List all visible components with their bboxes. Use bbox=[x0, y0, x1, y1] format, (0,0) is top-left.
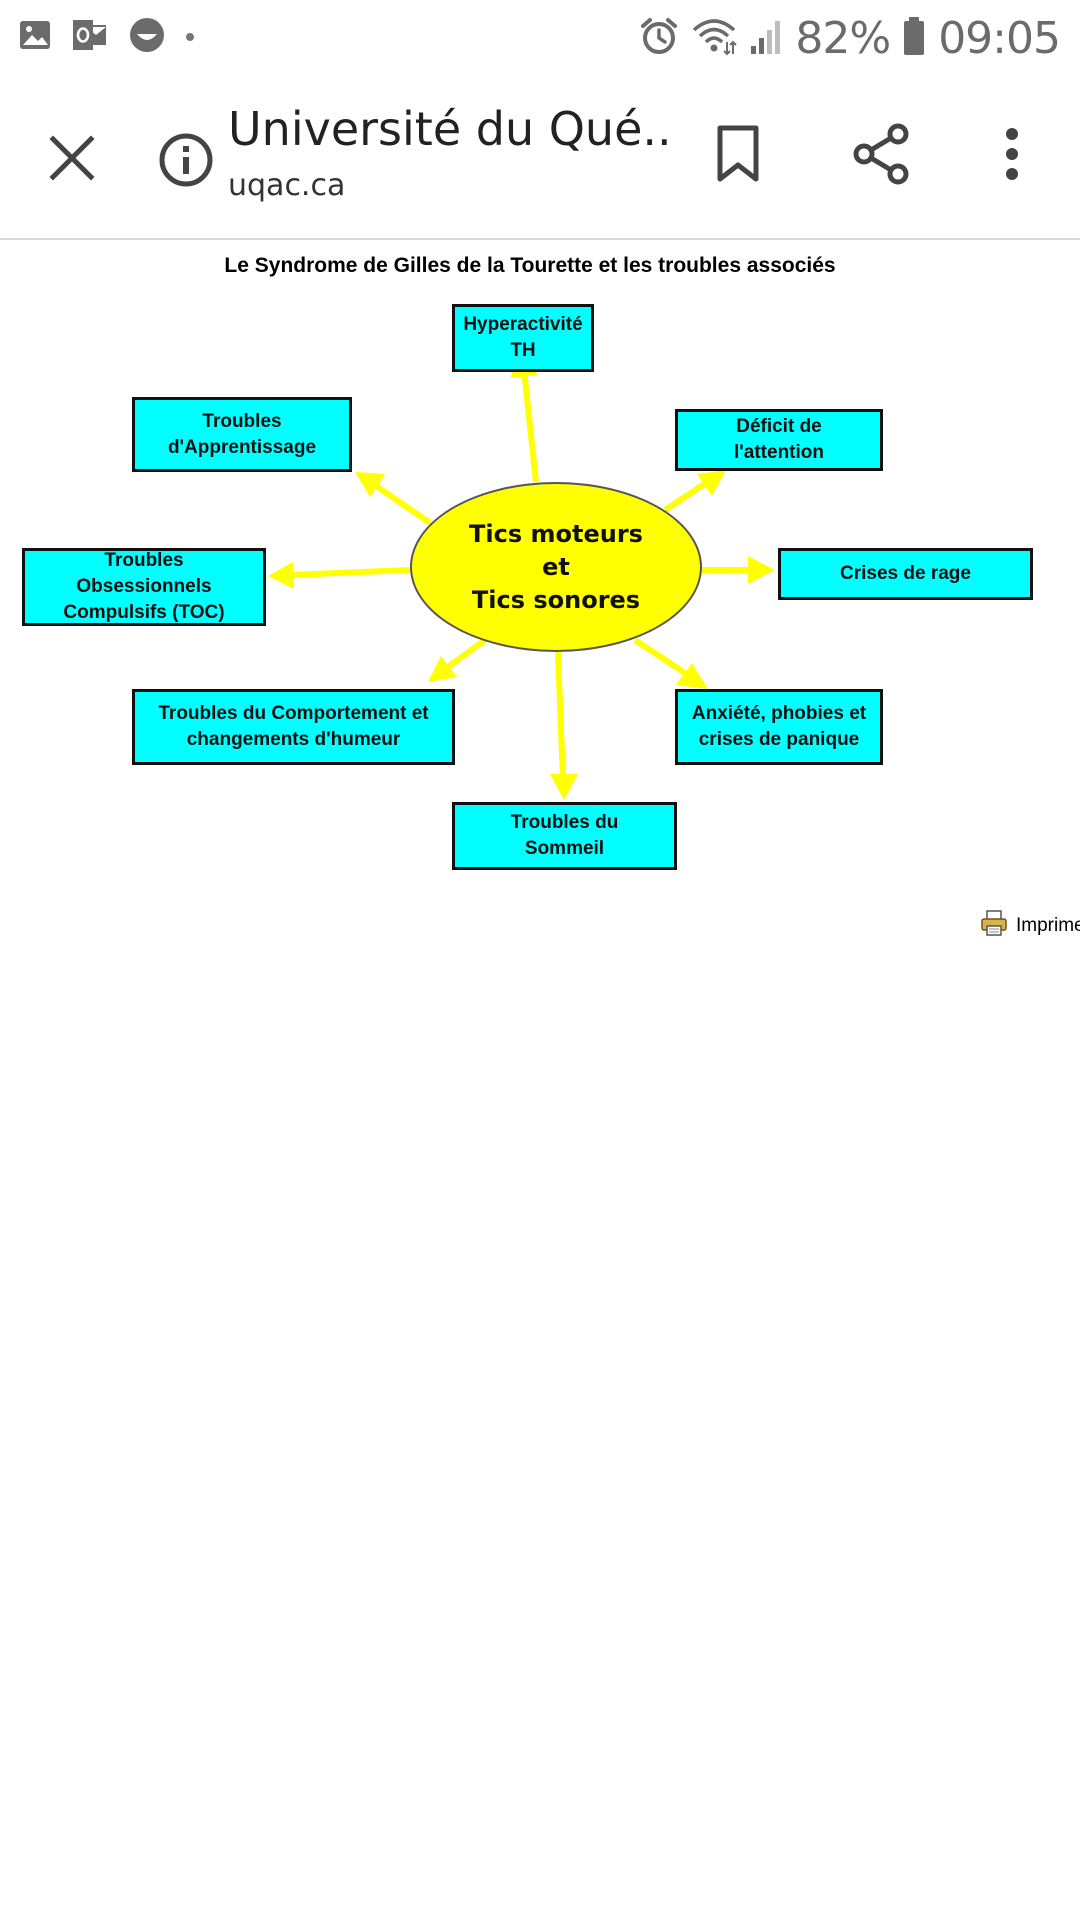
node-crises-de-rage: Crises de rage bbox=[778, 548, 1033, 600]
wifi-icon bbox=[691, 16, 738, 60]
arrowhead-rage bbox=[748, 556, 775, 584]
bookmark-button[interactable] bbox=[698, 114, 778, 198]
more-vert-icon bbox=[1004, 127, 1020, 185]
share-icon bbox=[852, 123, 912, 189]
arrow-anxiete bbox=[633, 637, 687, 676]
messenger-icon bbox=[128, 16, 166, 58]
arrowhead-sommeil bbox=[550, 774, 578, 800]
node-troubles-sommeil: Troubles du Sommeil bbox=[452, 802, 677, 870]
status-bar: 82% 09:05 bbox=[0, 0, 1080, 74]
signal-icon bbox=[749, 16, 783, 60]
close-icon bbox=[49, 135, 95, 185]
node-troubles-apprentissage: Troubles d'Apprentissage bbox=[132, 397, 352, 472]
arrow-deficit bbox=[663, 480, 708, 513]
center-tics: Tics moteurs et Tics sonores bbox=[410, 482, 702, 652]
document-heading: Le Syndrome de Gilles de la Tourette et … bbox=[224, 254, 836, 277]
print-link[interactable]: Imprime bbox=[980, 910, 1080, 942]
page-url: uqac.ca bbox=[228, 168, 346, 203]
tourette-diagram: Tics moteurs et Tics sonores Hyperactivi… bbox=[0, 240, 1080, 960]
node-deficit-attention: Déficit de l'attention bbox=[675, 409, 883, 471]
arrow-comportement bbox=[446, 637, 487, 670]
share-button[interactable] bbox=[842, 114, 922, 198]
battery-icon bbox=[902, 16, 926, 60]
page-title: Université du Qué... bbox=[228, 102, 668, 156]
alarm-icon bbox=[639, 16, 679, 60]
bookmark-icon bbox=[715, 125, 761, 187]
arrow-sommeil bbox=[555, 651, 566, 781]
site-info-button[interactable] bbox=[150, 120, 222, 204]
arrowhead-anxiete bbox=[676, 663, 708, 689]
battery-percent: 82% bbox=[795, 12, 891, 64]
arrowhead-apprentissage bbox=[355, 472, 385, 497]
gallery-icon bbox=[18, 18, 52, 56]
node-troubles-comportement: Troubles du Comportement et changements … bbox=[132, 689, 455, 765]
arrow-hyperactivite bbox=[521, 369, 539, 483]
more-options-button[interactable] bbox=[982, 114, 1042, 198]
notification-dot bbox=[186, 33, 194, 41]
close-button[interactable] bbox=[30, 118, 114, 202]
printer-icon bbox=[980, 910, 1008, 942]
print-label: Imprime bbox=[1016, 915, 1080, 936]
status-right-icons: 82% 09:05 bbox=[639, 10, 1061, 66]
arrow-toc bbox=[289, 567, 411, 578]
arrowhead-toc bbox=[268, 562, 294, 589]
clock: 09:05 bbox=[938, 12, 1061, 64]
web-content: Le Syndrome de Gilles de la Tourette et … bbox=[0, 240, 1080, 1920]
outlook-icon bbox=[72, 18, 108, 56]
arrowhead-comportement bbox=[428, 656, 457, 682]
arrowhead-deficit bbox=[697, 470, 726, 496]
node-anxiete-phobies: Anxiété, phobies et crises de panique bbox=[675, 689, 883, 765]
status-left-icons bbox=[18, 16, 194, 58]
browser-toolbar: Université du Qué... uqac.ca bbox=[0, 74, 1080, 240]
node-hyperactivite: Hyperactivité TH bbox=[452, 304, 594, 372]
node-toc: Troubles Obsessionnels Compulsifs (TOC) bbox=[22, 548, 266, 626]
arrow-apprentissage bbox=[370, 480, 432, 526]
info-icon bbox=[158, 132, 214, 192]
